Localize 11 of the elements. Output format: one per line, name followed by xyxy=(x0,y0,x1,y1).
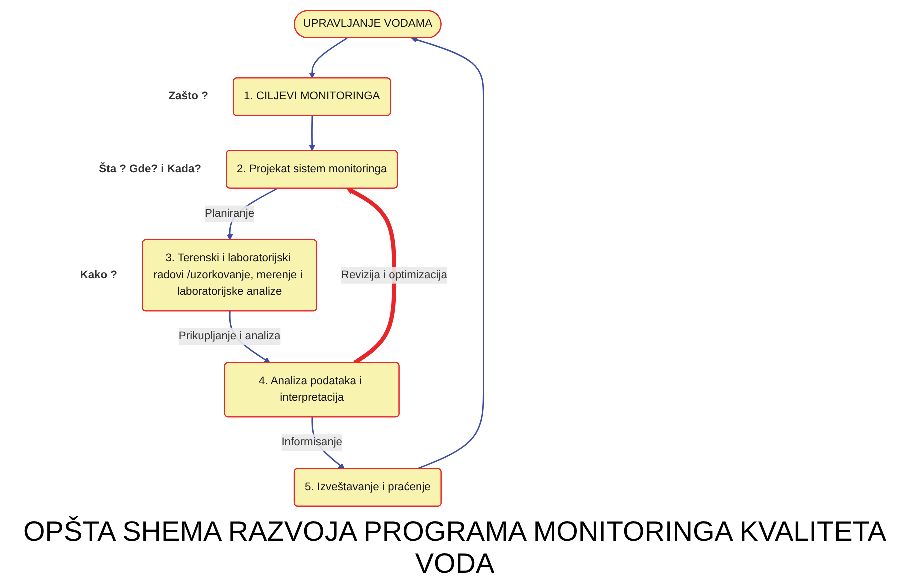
node-label: Kako ? xyxy=(80,269,118,282)
diagram-title: OPŠTA SHEMA RAZVOJA PROGRAMA MONITORINGA KVALITETA VODA xyxy=(22,515,888,581)
node-label: Šta ? Gde? i Kada? xyxy=(99,163,202,176)
edge-label: Informisanje xyxy=(282,436,343,449)
arrow xyxy=(309,38,348,79)
edge-label: Prikupljanje i analiza xyxy=(178,330,281,342)
arrow xyxy=(309,116,316,152)
edge-label: Planiranje xyxy=(204,208,255,220)
edge-label: Revizija i optimizacija xyxy=(341,269,448,282)
node-label: Zašto ? xyxy=(168,90,208,103)
arrow xyxy=(411,37,484,470)
